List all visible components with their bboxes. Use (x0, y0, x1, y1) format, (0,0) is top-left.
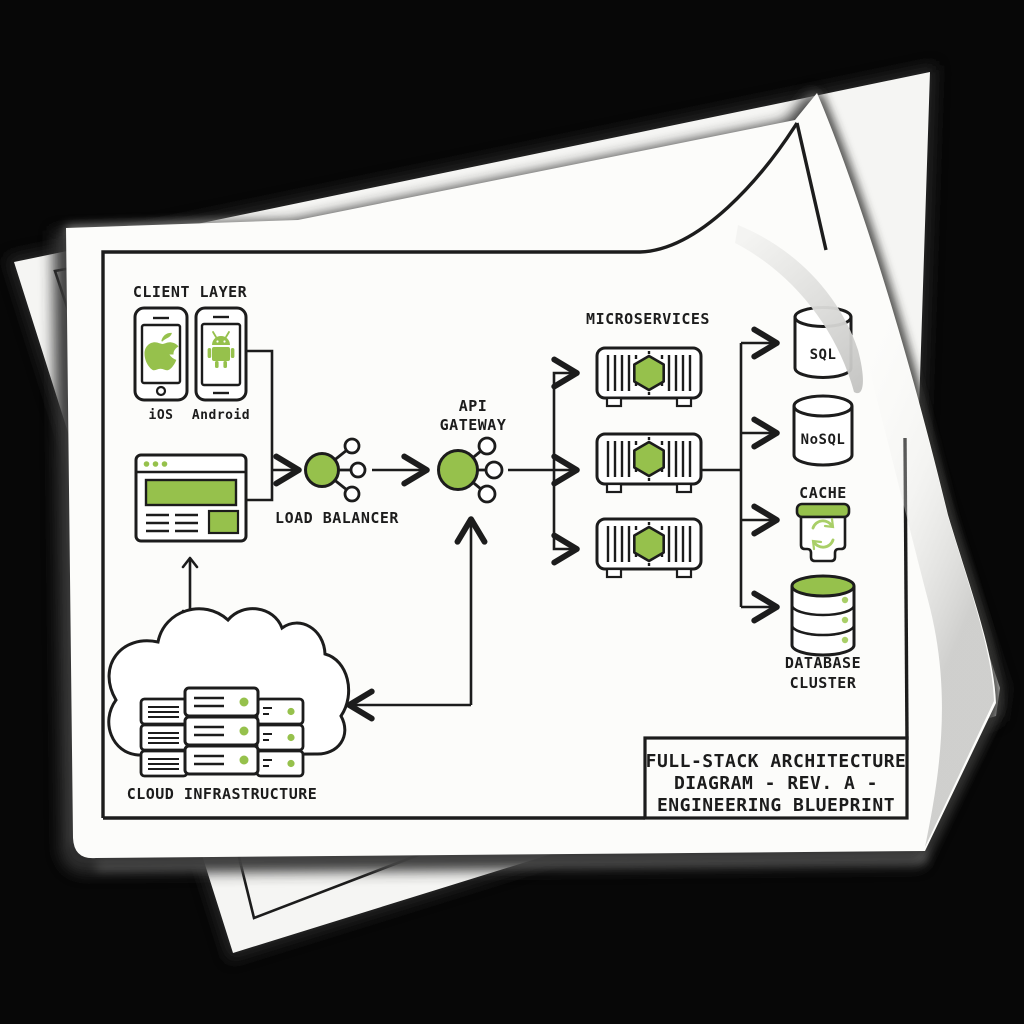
sql-label: SQL (810, 347, 837, 363)
client-layer-group: CLIENT LAYER iOS (133, 283, 250, 543)
cloud-label: CLOUD INFRASTRUCTURE (127, 785, 318, 803)
database-cluster-icon (790, 574, 856, 657)
ios-label: iOS (149, 408, 174, 423)
arrow-gateway-to-ms3 (551, 470, 580, 566)
text-lines (146, 513, 198, 533)
hero-banner (144, 478, 238, 507)
load-balancer-node-icon (304, 437, 367, 503)
android-icon (207, 331, 235, 368)
browser-window-icon (134, 453, 248, 543)
nosql-database-icon: NoSQL (792, 394, 854, 467)
microservice-container-icon-1 (595, 346, 703, 408)
api-gateway-group: API GATEWAY (437, 397, 507, 504)
microservice-container-icon-3 (595, 517, 703, 579)
datastores-group: SQL NoSQL CACHE (785, 306, 861, 692)
load-balancer-label: LOAD BALANCER (275, 509, 399, 527)
microservice-container-icon-2 (595, 432, 703, 494)
cloud-infrastructure-group: CLOUD INFRASTRUCTURE (107, 607, 351, 803)
title-line2: DIAGRAM - REV. A - (674, 773, 878, 794)
refresh-icon (811, 517, 835, 551)
arrow-gateway-to-ms1 (551, 356, 580, 470)
microservices-group: MICROSERVICES (586, 310, 710, 579)
load-balancer-group: LOAD BALANCER (275, 437, 399, 527)
client-bus-line (247, 349, 274, 502)
cache-label: CACHE (799, 484, 847, 502)
api-gateway-label-line2: GATEWAY (440, 416, 507, 434)
cache-icon (795, 502, 851, 563)
title-block: FULL-STACK ARCHITECTURE DIAGRAM - REV. A… (643, 736, 909, 820)
api-gateway-label-line1: API (459, 397, 488, 415)
ios-phone-icon (133, 306, 189, 402)
android-phone-icon (194, 306, 248, 402)
microservices-label: MICROSERVICES (586, 310, 710, 328)
database-cluster-label-line1: DATABASE (785, 654, 861, 672)
api-gateway-node-icon (437, 436, 504, 504)
home-button-icon (155, 385, 167, 397)
database-cluster-label-line2: CLUSTER (790, 674, 857, 692)
android-label: Android (192, 408, 250, 423)
apple-icon (144, 332, 179, 371)
cache-group: CACHE (795, 484, 851, 563)
title-line1: FULL-STACK ARCHITECTURE (646, 751, 907, 772)
page-curl (735, 102, 994, 847)
thumbnail-box (207, 509, 240, 535)
nosql-label: NoSQL (801, 432, 846, 448)
title-line3: ENGINEERING BLUEPRINT (657, 795, 895, 816)
client-layer-label: CLIENT LAYER (133, 283, 248, 301)
server-rack-icon (139, 686, 305, 778)
